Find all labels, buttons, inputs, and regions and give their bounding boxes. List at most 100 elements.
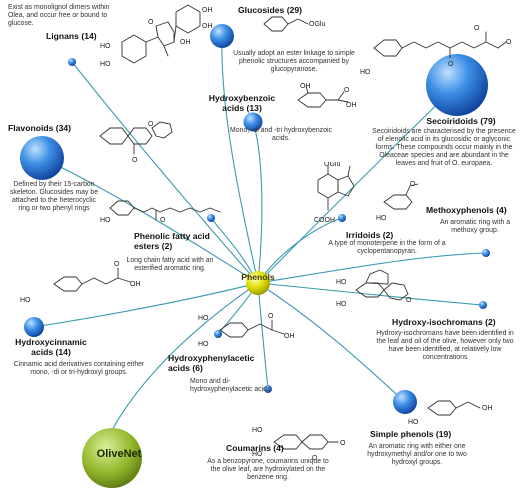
svg-text:O: O — [160, 217, 166, 224]
svg-text:OGlu: OGlu — [309, 21, 325, 28]
link-olivenet — [111, 282, 259, 431]
link-simple-phenols — [257, 282, 406, 403]
flavonoids-label[interactable]: Flavonoids (34) — [8, 123, 72, 133]
node-lignans — [68, 58, 76, 66]
hydroxyphenylacetic-label[interactable]: Hydroxyphenylacetic acids (6) — [168, 353, 255, 373]
svg-text:O: O — [410, 181, 416, 188]
svg-text:O: O — [114, 261, 120, 268]
svg-text:O: O — [406, 297, 412, 304]
hydroxycinnamic-description: Cinnamic acid derivatives containing eit… — [13, 361, 145, 376]
hydroxycinnamic-label[interactable]: Hydroxycinnamic acids (14) — [15, 337, 87, 357]
glucosides-label[interactable]: Glucosides (29) — [238, 5, 302, 15]
link-methoxyphenols — [257, 252, 487, 284]
node-phenolic-fatty — [207, 214, 215, 222]
svg-text:OH: OH — [482, 405, 493, 412]
svg-text:O: O — [268, 313, 274, 320]
glucoside-structure-icon: OGlu — [263, 16, 325, 32]
methoxyphenols-description: An aromatic ring with a methoxy group. — [439, 219, 511, 234]
svg-text:HO: HO — [100, 43, 111, 50]
flavonoids-description: Defined by their 15-carbon skeleton. Glu… — [9, 181, 99, 212]
hydroxycinnamic-structure-icon: HO O OH — [20, 261, 141, 304]
svg-text:OH: OH — [202, 7, 213, 14]
link-irridoids — [257, 217, 343, 284]
link-secoiridoids — [257, 84, 458, 284]
svg-text:HO: HO — [336, 301, 347, 308]
svg-text:OH: OH — [346, 102, 357, 109]
hydroxy-isochromans-label[interactable]: Hydroxy-isochromans (2) — [392, 317, 496, 327]
irridoids-description: A type of monoterpene in the form of a c… — [328, 240, 446, 255]
node-secoiridoids — [426, 54, 488, 116]
link-hydroxy-isochromans — [257, 282, 484, 306]
svg-text:HO: HO — [252, 427, 263, 434]
simple-phenols-description: An aromatic ring with either one hydroxy… — [367, 443, 467, 466]
simple-phenol-structure-icon: HO OH — [408, 400, 493, 426]
coumarin-structure-icon: HO HO O O — [252, 427, 346, 462]
node-hydroxycinnamic — [24, 317, 44, 337]
svg-text:HO: HO — [20, 297, 31, 304]
svg-text:O: O — [132, 157, 138, 164]
node-glucosides — [210, 24, 234, 48]
coumarins-label[interactable]: Coumarins (4) — [226, 443, 284, 453]
phenolic-fatty-label[interactable]: Phenolic fatty acid esters (2) — [134, 231, 210, 251]
svg-text:OH: OH — [180, 39, 191, 46]
svg-text:OH: OH — [130, 281, 141, 288]
svg-text:HO: HO — [100, 61, 111, 68]
node-coumarins — [264, 385, 272, 393]
lignans-description: Exist as monolignol dimers within Olea, … — [8, 4, 110, 27]
link-glucosides — [221, 35, 259, 284]
svg-text:HO: HO — [336, 279, 347, 286]
glucosides-description: Usually adopt an ester linkage to simple… — [233, 50, 355, 73]
phenolic-fatty-description: Long chain fatty acid with an esterified… — [126, 257, 214, 272]
svg-text:HO: HO — [252, 451, 263, 458]
svg-text:O: O — [148, 19, 154, 26]
link-flavonoids — [41, 157, 259, 284]
olivenet-logo-label[interactable]: OliveNet — [96, 448, 142, 460]
link-coumarins — [257, 282, 269, 390]
svg-text:O: O — [344, 87, 350, 94]
hydroxy-isochromans-description: Hydroxy-isochromans have been identified… — [376, 330, 514, 361]
svg-text:HO: HO — [360, 69, 371, 76]
svg-text:O: O — [340, 440, 346, 447]
secoiridoid-structure-icon: HOO OO — [360, 25, 512, 76]
svg-text:HO: HO — [198, 341, 209, 348]
secoiridoids-label[interactable]: Secoiridoids (79) — [426, 116, 496, 126]
node-methoxyphenols — [482, 249, 490, 257]
svg-text:OGlu: OGlu — [324, 162, 340, 168]
node-simple-phenols — [393, 390, 417, 414]
link-hydroxycinnamic — [33, 282, 259, 328]
simple-phenols-label[interactable]: Simple phenols (19) — [370, 429, 452, 439]
link-lignans — [71, 61, 259, 284]
svg-text:O: O — [312, 455, 318, 462]
secoiridoids-description: Secoiridoids are characterised by the pr… — [372, 128, 516, 167]
node-flavonoids — [20, 136, 64, 180]
node-irridoids — [338, 214, 346, 222]
category-nodes — [20, 24, 490, 488]
svg-text:O: O — [474, 25, 480, 32]
isochroman-structure-icon: HO HO O — [336, 269, 412, 308]
svg-text:COOH: COOH — [314, 217, 335, 224]
irridoids-label[interactable]: Irridoids (2) — [346, 230, 394, 240]
node-hydroxy-isochromans — [479, 301, 487, 309]
svg-text:HO: HO — [376, 215, 387, 222]
hydroxyphenylacetic-description: Mono and di-hydroxyphenylacetic acids. — [190, 378, 273, 393]
hydroxybenzoic-description: Mono, -di and -tri hydroxybenzoic acids. — [230, 127, 332, 142]
methoxyphenols-label[interactable]: Methoxyphenols (4) — [426, 205, 507, 215]
svg-text:HO: HO — [408, 419, 419, 426]
olivenet-logo-disc — [82, 428, 142, 488]
node-hydroxyphenylacetic — [214, 330, 222, 338]
svg-text:OH: OH — [284, 333, 295, 340]
center-node — [246, 271, 270, 295]
node-hydroxybenzoic — [243, 112, 263, 132]
hydroxybenzoic-label[interactable]: Hydroxybenzoic acids (13) — [208, 93, 276, 113]
center-phenols-label[interactable]: Phenols — [241, 272, 275, 282]
svg-text:HO: HO — [100, 217, 111, 224]
link-hydroxybenzoic — [252, 121, 263, 284]
svg-text:O: O — [448, 61, 454, 68]
lignans-label[interactable]: Lignans (14) — [46, 31, 97, 41]
